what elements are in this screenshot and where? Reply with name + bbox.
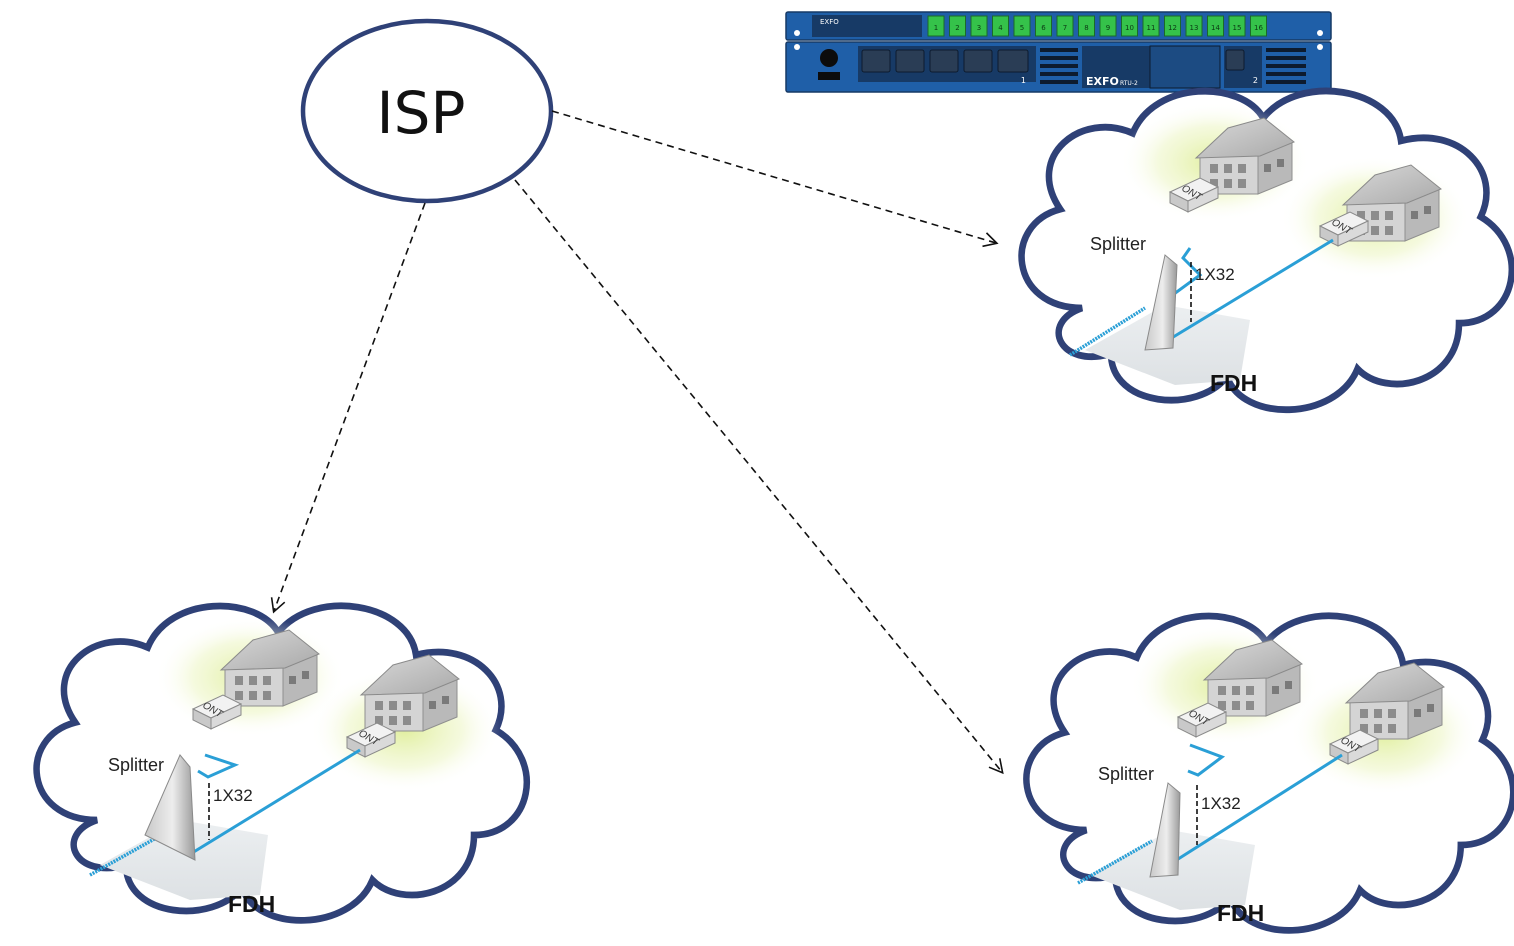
fiber-port-number: 4 xyxy=(998,24,1003,32)
fiber-port-number: 3 xyxy=(977,24,981,32)
fiber-port-number: 7 xyxy=(1063,24,1067,32)
fiber-port-number: 8 xyxy=(1084,24,1088,32)
fiber-port-number: 11 xyxy=(1147,24,1156,32)
fiber-site-2: ONT ONT Splitter 1X32 FDH xyxy=(37,606,527,921)
fiber-port-number: 5 xyxy=(1020,24,1024,32)
splitter-icon xyxy=(1144,254,1178,351)
fiber-port: 13 xyxy=(1185,15,1203,37)
fiber-port: 15 xyxy=(1228,15,1246,37)
rack-slot-2: 2 xyxy=(1253,76,1258,85)
fiber-port: 4 xyxy=(992,15,1009,37)
fdh-label: FDH xyxy=(1210,370,1257,396)
splitter-label: Splitter xyxy=(1090,234,1146,254)
fiber-port: 7 xyxy=(1056,15,1074,37)
fiber-port: 14 xyxy=(1207,15,1224,37)
fiber-port-number: 9 xyxy=(1106,24,1110,32)
fiber-port: 11 xyxy=(1142,15,1160,37)
fiber-port: 8 xyxy=(1078,15,1095,37)
house-icon xyxy=(360,654,460,732)
fiber-port: 2 xyxy=(949,15,966,37)
splitter-label: Splitter xyxy=(1098,764,1154,784)
fiber-port: 3 xyxy=(970,15,988,37)
splitter-label: Splitter xyxy=(108,755,164,775)
fiber-port: 10 xyxy=(1121,15,1138,37)
fiber-port-number: 10 xyxy=(1125,24,1134,32)
fiber-site-1: ONT ONT Splitter 1X32 FDH xyxy=(1022,91,1512,410)
rack-model: RTU-2 xyxy=(1120,80,1138,87)
rack-brand: EXFO xyxy=(1086,75,1119,88)
fiber-port-number: 6 xyxy=(1041,24,1046,32)
link-isp-to-site-2 xyxy=(270,202,426,614)
fiber-port: 16 xyxy=(1250,15,1267,37)
split-ratio-label: 1X32 xyxy=(1201,794,1241,813)
fiber-port-number: 16 xyxy=(1254,24,1263,32)
link-isp-to-site-3 xyxy=(514,179,1004,775)
split-ratio-label: 1X32 xyxy=(213,786,253,805)
fiber-port: 1 xyxy=(927,15,945,37)
fiber-port-number: 14 xyxy=(1211,24,1220,32)
rack-slot-1: 1 xyxy=(1021,76,1026,85)
fiber-port: 6 xyxy=(1035,15,1052,37)
isp-label: ISP xyxy=(377,79,466,147)
fiber-site-3: ONT ONT Splitter 1X32 FDH xyxy=(1026,616,1513,931)
fiber-port-number: 2 xyxy=(955,24,959,32)
fiber-port: 12 xyxy=(1164,15,1181,37)
split-ratio-label: 1X32 xyxy=(1195,265,1235,284)
rack-brand-top: EXFO xyxy=(820,18,839,26)
fiber-port-number: 15 xyxy=(1233,24,1242,32)
fiber-port-number: 13 xyxy=(1190,24,1199,32)
fiber-port-number: 12 xyxy=(1168,24,1177,32)
fiber-port: 9 xyxy=(1099,15,1117,37)
fdh-label: FDH xyxy=(228,891,275,917)
splitter-icon xyxy=(144,754,196,861)
fiber-port: 5 xyxy=(1013,15,1031,37)
fdh-label: FDH xyxy=(1217,900,1264,926)
link-isp-to-site-1 xyxy=(551,110,999,248)
splitter-icon xyxy=(1149,782,1181,878)
link-lines xyxy=(270,110,1004,775)
fiber-port-number: 1 xyxy=(934,24,938,32)
isp-node: ISP xyxy=(300,18,554,204)
